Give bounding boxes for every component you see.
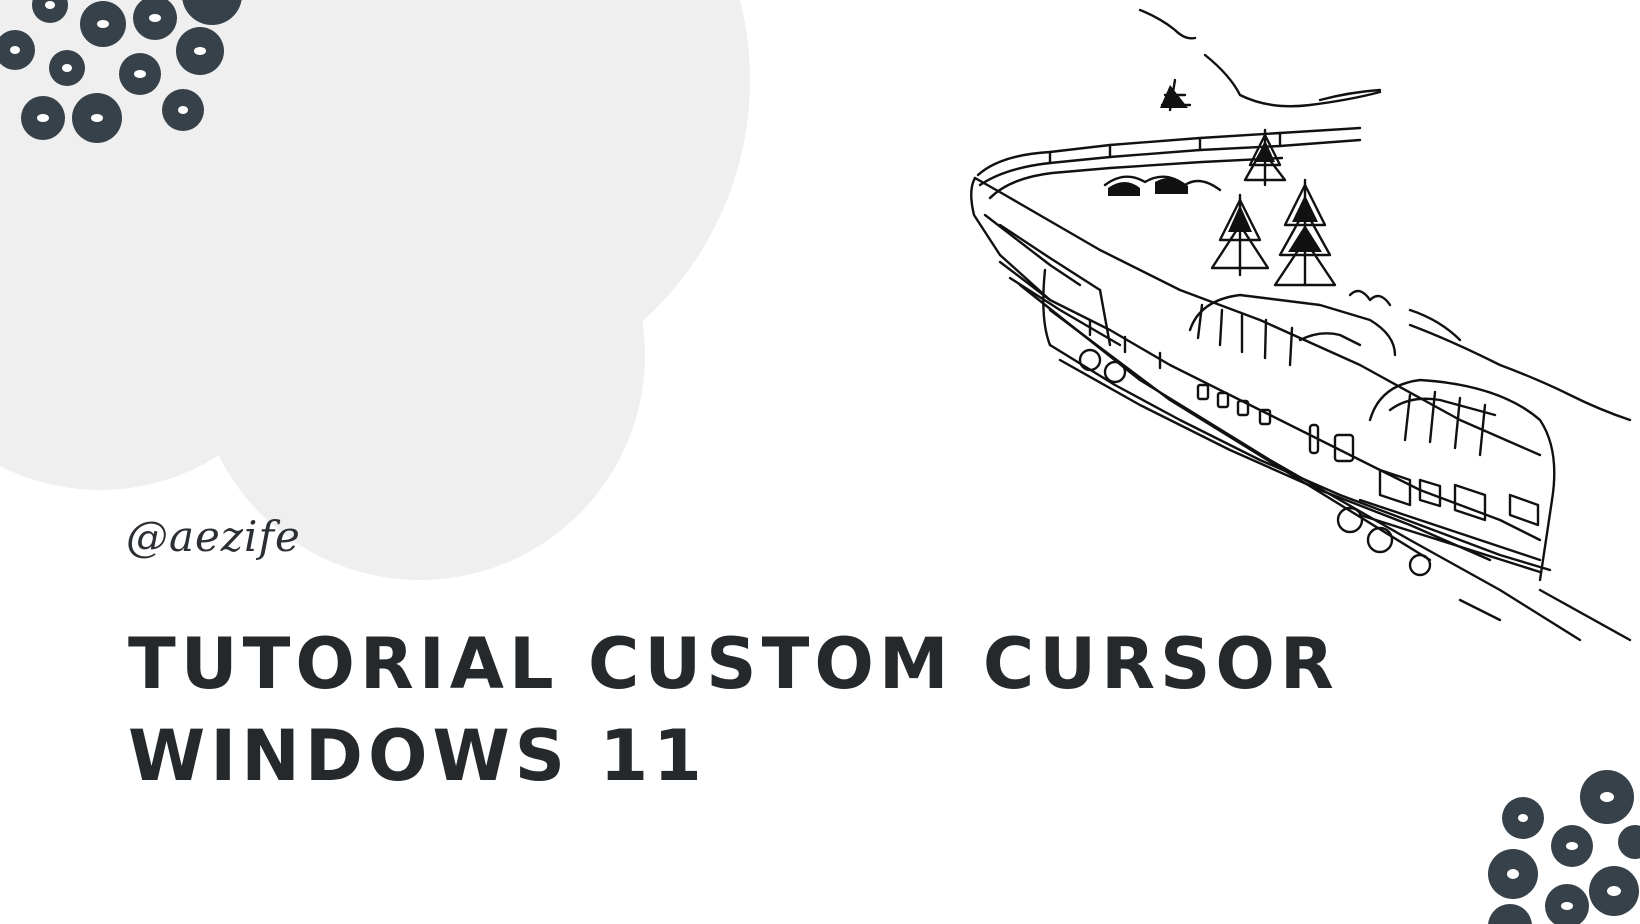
author-handle: @aezife <box>126 512 301 561</box>
train-illustration <box>970 8 1632 642</box>
dot-cluster-bottom-right <box>1488 770 1640 924</box>
title-line-2: WINDOWS 11 <box>128 715 707 797</box>
page-title: TUTORIAL CUSTOM CURSOR WINDOWS 11 <box>128 618 1339 802</box>
cloud-shape <box>0 0 750 580</box>
dot-cluster-top-left <box>0 0 242 143</box>
title-line-1: TUTORIAL CUSTOM CURSOR <box>128 623 1339 705</box>
